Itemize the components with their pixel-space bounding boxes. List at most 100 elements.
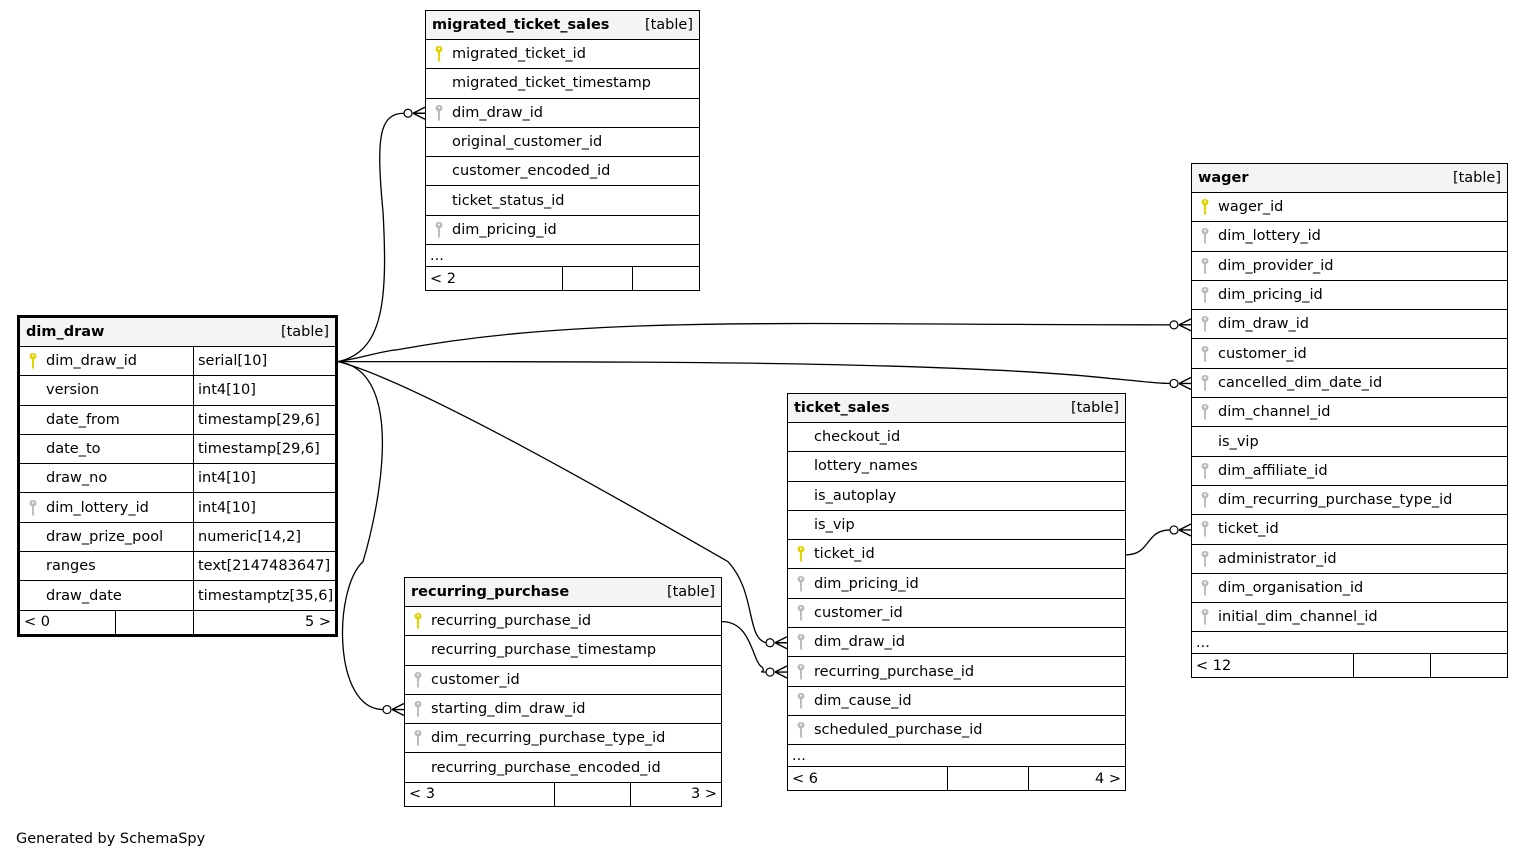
footer-spacer [1353,654,1430,678]
parents-count[interactable]: < 2 [430,270,456,287]
table-column-row[interactable]: dim_cause_id [788,687,1125,716]
no-key-spacer [432,69,446,97]
primary-key-icon [432,40,446,68]
table-column-row[interactable]: original_customer_id [426,128,699,158]
table-column-row[interactable]: scheduled_purchase_id [788,716,1125,746]
table-column-row[interactable]: starting_dim_draw_id [405,695,721,725]
parents-count[interactable]: < 0 [24,614,50,631]
column-name: is_vip [1218,433,1259,450]
table-column-row[interactable]: is_vip [788,511,1125,541]
foreign-key-icon [1198,252,1212,280]
foreign-key-icon [794,569,808,597]
table-column-row[interactable]: migrated_ticket_id [426,40,699,70]
footer-spacer [947,767,1028,791]
edge-ticket-sales-to-wager [1125,529,1171,556]
table-column-row[interactable]: dim_recurring_purchase_type_id [405,724,721,754]
table-column-row[interactable]: checkout_id [788,423,1125,453]
table-kind-label: [table] [280,324,329,340]
table-column-row[interactable]: customer_id [788,599,1125,629]
table-column-row[interactable]: dim_pricing_id [1192,281,1507,311]
column-name: dim_pricing_id [1218,287,1323,304]
table-column-row[interactable]: dim_provider_id [1192,252,1507,281]
column-name: initial_dim_channel_id [1218,609,1378,626]
table-name[interactable]: migrated_ticket_sales [432,17,610,33]
table-column-row[interactable]: dim_channel_id [1192,398,1507,428]
table-column-row[interactable]: dim_organisation_id [1192,574,1507,604]
primary-key-icon [411,607,425,635]
more-columns-ellipsis[interactable]: ... [1192,632,1507,655]
table-column-row[interactable]: dim_lottery_id [1192,222,1507,252]
column-name: dim_pricing_id [452,221,557,238]
table-column-row[interactable]: customer_encoded_id [426,157,699,187]
table-header: migrated_ticket_sales[table] [426,11,699,40]
table-column-row[interactable]: ticket_id [1192,515,1507,545]
table-column-row[interactable]: dim_affiliate_id [1192,457,1507,486]
column-name: draw_no [46,470,108,487]
more-columns-ellipsis[interactable]: ... [426,245,699,268]
column-type: timestamptz[35,6] [193,581,333,610]
column-name: dim_draw_id [452,104,544,121]
table-column-row[interactable]: customer_id [405,666,721,695]
foreign-key-icon [1198,222,1212,250]
more-columns-ellipsis[interactable]: ... [788,745,1125,768]
table-column-row[interactable]: recurring_purchase_timestamp [405,636,721,666]
children-count[interactable]: 4 > [1028,767,1125,791]
column-name: dim_lottery_id [1218,228,1321,245]
table-column-row[interactable]: ticket_id [788,540,1125,570]
children-count[interactable]: 3 > [630,782,721,806]
table-footer: < 12 [1192,654,1507,678]
table-column-row[interactable]: lottery_names [788,452,1125,482]
column-name: dim_lottery_id [46,499,149,516]
foreign-key-icon [1198,339,1212,367]
no-key-spacer [411,636,425,664]
table-column-row[interactable]: cancelled_dim_date_id [1192,369,1507,399]
table-column-row[interactable]: wager_id [1192,193,1507,223]
table-column-row[interactable]: dim_draw_id [426,99,699,128]
table-column-row[interactable]: dim_draw_id [788,628,1125,658]
table-column-row[interactable]: ticket_status_id [426,186,699,216]
table-migrated-ticket-sales[interactable]: migrated_ticket_sales[table]migrated_tic… [425,10,700,292]
table-column-row[interactable]: dim_pricing_id [426,216,699,246]
children-count[interactable] [1430,654,1507,678]
table-column-row[interactable]: dim_pricing_id [788,569,1125,599]
table-name[interactable]: dim_draw [26,324,105,340]
column-type: int4[10] [193,493,256,522]
table-column-row[interactable]: dim_draw_id [1192,310,1507,340]
table-name[interactable]: recurring_purchase [411,584,570,600]
table-column-row[interactable]: is_autoplay [788,482,1125,511]
table-column-row[interactable]: administrator_id [1192,545,1507,574]
table-column-row[interactable]: migrated_ticket_timestamp [426,69,699,99]
table-column-row[interactable]: recurring_purchase_id [405,607,721,637]
column-name: dim_pricing_id [814,575,919,592]
parents-count[interactable]: < 3 [409,786,435,803]
children-count[interactable]: 5 > [193,610,335,634]
table-recurring-purchase[interactable]: recurring_purchase[table]recurring_purch… [404,577,722,807]
table-name[interactable]: wager [1198,170,1249,186]
column-name: dim_draw_id [1218,316,1310,333]
foreign-key-icon [26,493,40,521]
edge-dim-draw-to-migrated-ticket-sales [337,112,405,363]
children-count[interactable] [632,267,699,291]
table-column-row[interactable]: customer_id [1192,339,1507,369]
table-column-row[interactable]: dim_recurring_purchase_type_id [1192,486,1507,516]
table-column-row[interactable]: dim_lottery_id int4[10] [20,493,335,523]
table-column-row[interactable]: is_vip [1192,427,1507,457]
table-column-row[interactable]: recurring_purchase_id [788,657,1125,687]
table-column-row[interactable]: recurring_purchase_encoded_id [405,753,721,783]
no-key-spacer [26,523,40,551]
parents-count[interactable]: < 6 [792,770,818,787]
parents-count[interactable]: < 12 [1196,657,1232,674]
table-name[interactable]: ticket_sales [794,400,890,416]
table-column-row[interactable]: initial_dim_channel_id [1192,603,1507,633]
